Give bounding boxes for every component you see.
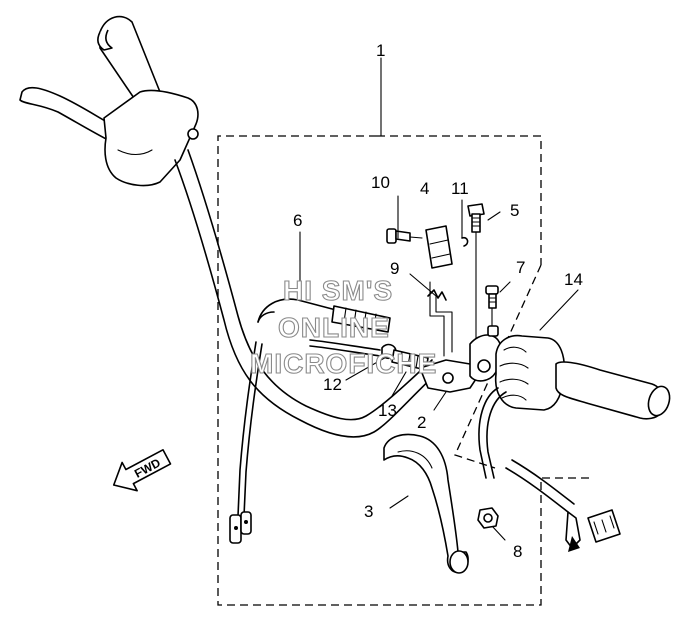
part-10-bolt [386, 228, 423, 244]
left-lever-holder [103, 89, 199, 187]
watermark-line-3: MICROFICHE [250, 348, 437, 379]
assembly-1-dashed-boundary [217, 135, 590, 606]
hanging-wire-connectors [229, 341, 263, 544]
part-8-nut [477, 507, 499, 529]
handlebar-tube [174, 149, 441, 438]
callout-2: 2 [417, 413, 426, 432]
left-lever [19, 86, 119, 143]
callout-6: 6 [293, 211, 302, 230]
callout-13: 13 [378, 401, 397, 420]
part-7-screw [485, 285, 499, 309]
part-14-throttle-grip [494, 334, 671, 420]
callout-numbers: 1 2 3 4 5 6 7 8 9 10 11 12 13 14 [293, 41, 583, 561]
part-4-bracket [425, 225, 453, 269]
part-5-screw [467, 203, 485, 233]
watermark-line-2: ONLINE [278, 312, 390, 343]
cable-adjuster-12 [381, 343, 429, 371]
watermark-line-1: HI SM'S [283, 275, 393, 306]
callout-8: 8 [513, 542, 522, 561]
fwd-arrow: FWD [112, 448, 172, 492]
callout-5: 5 [510, 201, 519, 220]
callout-3: 3 [364, 502, 373, 521]
switch-wire [257, 298, 391, 333]
part-3-brake-lever [383, 433, 469, 574]
callout-7: 7 [516, 258, 525, 277]
callout-9: 9 [390, 259, 399, 278]
leader-lines [299, 57, 579, 541]
switch-connector [565, 509, 621, 552]
callout-1: 1 [376, 41, 385, 60]
watermark: HI SM'S ONLINE MICROFICHE [249, 274, 437, 379]
throttle-cables [478, 387, 575, 513]
callout-4: 4 [420, 179, 429, 198]
part-11-circlip [461, 236, 469, 247]
callout-14: 14 [564, 270, 583, 289]
callout-10: 10 [371, 173, 390, 192]
callout-12: 12 [323, 375, 342, 394]
callout-11: 11 [451, 179, 469, 198]
cable-end [309, 339, 381, 357]
